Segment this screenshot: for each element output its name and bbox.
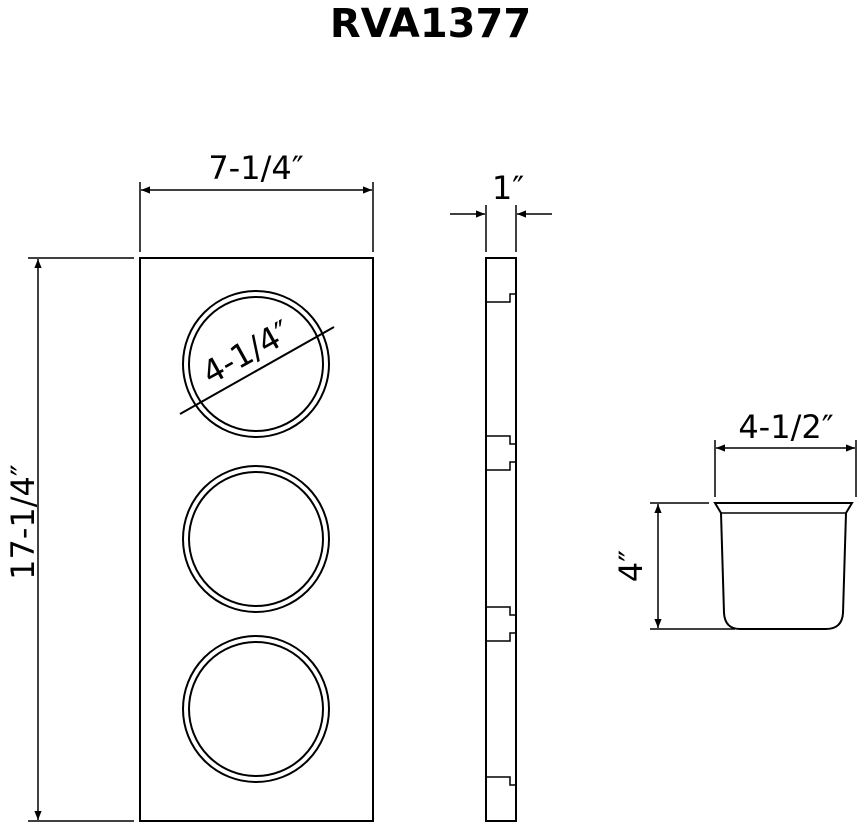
- cup-height-label: 4″: [612, 550, 650, 582]
- side-view: 1″: [450, 169, 552, 822]
- drawing-title: RVA1377: [329, 1, 532, 47]
- panel-height-label: 17-1/4″: [4, 464, 42, 580]
- front-view: 4-1/4″ 7-1/4″ 17-1/4″: [4, 149, 374, 822]
- thickness-label: 1″: [492, 169, 524, 207]
- hole-diameter-label: 4-1/4″: [196, 313, 298, 392]
- hole-top: [182, 290, 330, 438]
- hole-diameter-line: [179, 326, 335, 415]
- side-notch-2: [486, 435, 516, 471]
- hole-middle: [182, 465, 330, 613]
- cup-outline: [713, 502, 854, 630]
- side-notch-3: [486, 606, 516, 642]
- panel-outline: [139, 257, 374, 822]
- cup-view: 4-1/2″ 4″: [612, 408, 857, 630]
- cup-width-label: 4-1/2″: [738, 408, 833, 446]
- side-panel-outline: [485, 257, 517, 822]
- panel-width-label: 7-1/4″: [208, 149, 303, 187]
- side-notch-4: [486, 776, 516, 786]
- side-notch-1: [486, 293, 516, 303]
- hole-bottom: [182, 635, 330, 783]
